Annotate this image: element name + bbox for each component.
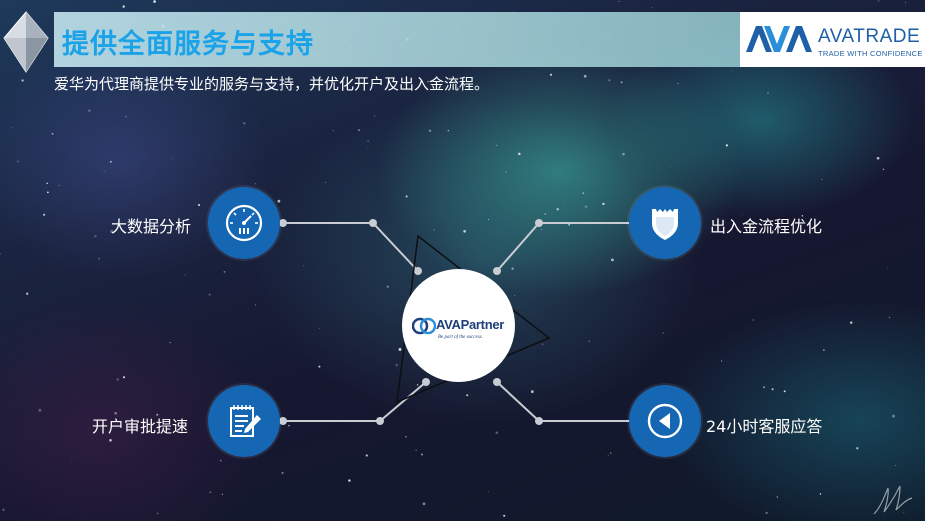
play-back-icon	[647, 403, 683, 439]
feature-label-big-data: 大数据分析	[111, 217, 192, 236]
logo-wordmark: AVATRADE	[818, 26, 921, 47]
center-partner-circle: AVAPartner Be part of the success.	[402, 269, 515, 382]
signature-mark	[873, 485, 913, 515]
document-edit-icon	[230, 405, 261, 437]
feature-circle-account-approval	[208, 385, 280, 457]
avatrade-logo: AVATRADE TRADE WITH CONFIDENCE	[740, 12, 925, 67]
feature-label-support: 24小时客服应答	[706, 417, 823, 436]
shield-icon	[652, 209, 678, 240]
feature-circle-support	[629, 385, 701, 457]
partner-tagline: Be part of the success.	[438, 335, 483, 340]
page-title: 提供全面服务与支持	[62, 29, 314, 60]
ava-logo-mark	[746, 26, 812, 52]
gauge-icon	[225, 204, 263, 242]
feature-label-account-approval: 开户审批提速	[92, 417, 189, 436]
feature-circle-big-data	[208, 187, 280, 259]
logo-tagline: TRADE WITH CONFIDENCE	[818, 49, 923, 58]
partner-logo-mark	[412, 317, 436, 335]
page-subtitle: 爱华为代理商提供专业的服务与支持，并优化开户及出入金流程。	[54, 75, 490, 93]
header-bar	[54, 12, 740, 67]
feature-circle-funding	[629, 187, 701, 259]
partner-wordmark: AVAPartner	[436, 317, 505, 332]
diamond-icon	[3, 11, 49, 73]
feature-label-funding: 出入金流程优化	[710, 217, 823, 236]
